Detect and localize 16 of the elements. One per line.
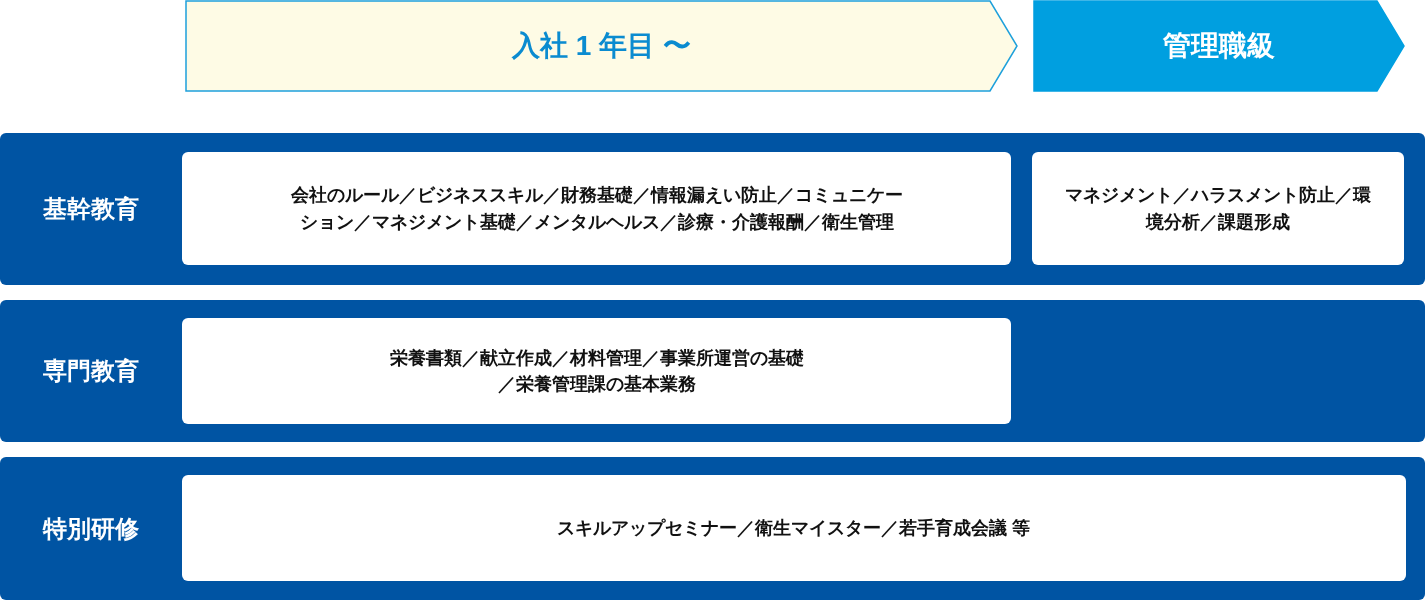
course-list-text: マネジメント／ハラスメント防止／環境分析／課題形成 — [1064, 184, 1372, 234]
course-card — [182, 318, 1011, 424]
course-list-text: 会社のルール／ビジネススキル／財務基礎／情報漏えい防止／コミュニケーション／マネジメント基礎／メンタルヘルス／診療・介護報酬／衛生管理 — [289, 184, 904, 234]
stage-label: 入社 1 年目 〜 — [510, 29, 692, 63]
category-band — [0, 133, 1425, 285]
stage-label: 管理職級 — [1162, 29, 1276, 63]
category-heading: 専門教育 — [42, 356, 140, 386]
course-card — [182, 152, 1011, 265]
course-list-text: 栄養書類／献立作成／材料管理／事業所運営の基礎／栄養管理課の基本業務 — [388, 346, 805, 396]
category-heading: 基幹教育 — [42, 194, 140, 224]
category-band — [0, 300, 1425, 442]
course-card — [1032, 152, 1404, 265]
course-list-text: スキルアップセミナー／衛生マイスター／若手育成会議 等 — [556, 516, 1032, 540]
category-band — [0, 457, 1425, 600]
course-card — [182, 475, 1406, 581]
category-heading: 特別研修 — [41, 513, 140, 544]
